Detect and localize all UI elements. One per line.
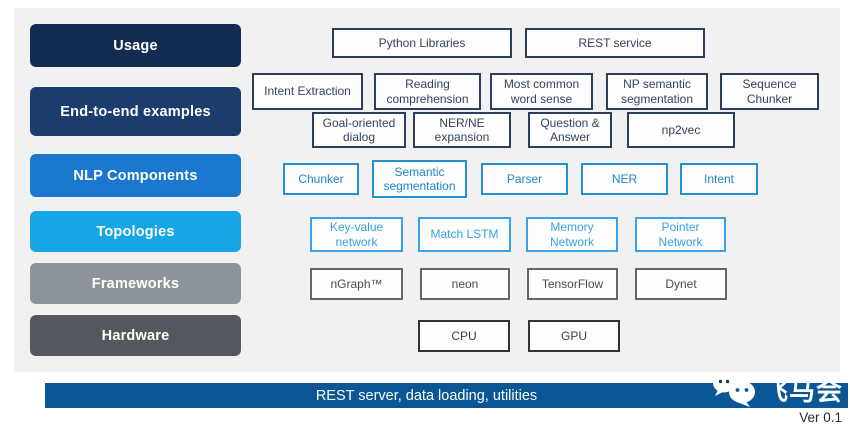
box-ner-ne-expansion: NER/NE expansion [413,112,511,148]
watermark-text: 飞马会 [762,376,844,406]
box-np2vec: np2vec [627,112,735,148]
box-goal-oriented-dialog: Goal-oriented dialog [312,112,406,148]
footer-bar-label: REST server, data loading, utilities [315,387,538,404]
box-question-answer: Question & Answer [528,112,612,148]
box-gpu: GPU [528,320,620,352]
box-reading-comprehension: Reading comprehension [374,73,481,110]
box-parser: Parser [481,163,568,195]
sidebar-item-nlp-components: NLP Components [30,154,241,197]
box-ngraph: nGraph™ [310,268,403,300]
box-dynet: Dynet [635,268,727,300]
box-key-value-network: Key-value network [310,217,403,252]
sidebar-item-topologies: Topologies [30,211,241,252]
version-label: Ver 0.1 [799,410,842,425]
box-intent: Intent [680,163,758,195]
box-chunker: Chunker [283,163,359,195]
box-match-lstm: Match LSTM [418,217,511,252]
box-tensorflow: TensorFlow [527,268,618,300]
box-pointer-network: Pointer Network [635,217,726,252]
box-python-libraries: Python Libraries [332,28,512,58]
box-most-common-word-sense: Most common word sense [490,73,593,110]
box-memory-network: Memory Network [526,217,618,252]
wechat-icon [710,370,758,413]
box-rest-service: REST service [525,28,705,58]
box-semantic-segmentation: Semantic segmentation [372,160,467,198]
box-neon: neon [420,268,510,300]
sidebar-item-end-to-end-examples: End-to-end examples [30,87,241,136]
sidebar-item-frameworks: Frameworks [30,263,241,304]
sidebar-item-usage: Usage [30,24,241,67]
footer-bar: REST server, data loading, utilities [45,383,848,408]
box-np-semantic-segmentation: NP semantic segmentation [606,73,708,110]
sidebar-item-hardware: Hardware [30,315,241,356]
box-cpu: CPU [418,320,510,352]
box-intent-extraction: Intent Extraction [252,73,363,110]
watermark-logo: 飞马会 [710,372,848,410]
box-sequence-chunker: Sequence Chunker [720,73,819,110]
box-ner: NER [581,163,668,195]
